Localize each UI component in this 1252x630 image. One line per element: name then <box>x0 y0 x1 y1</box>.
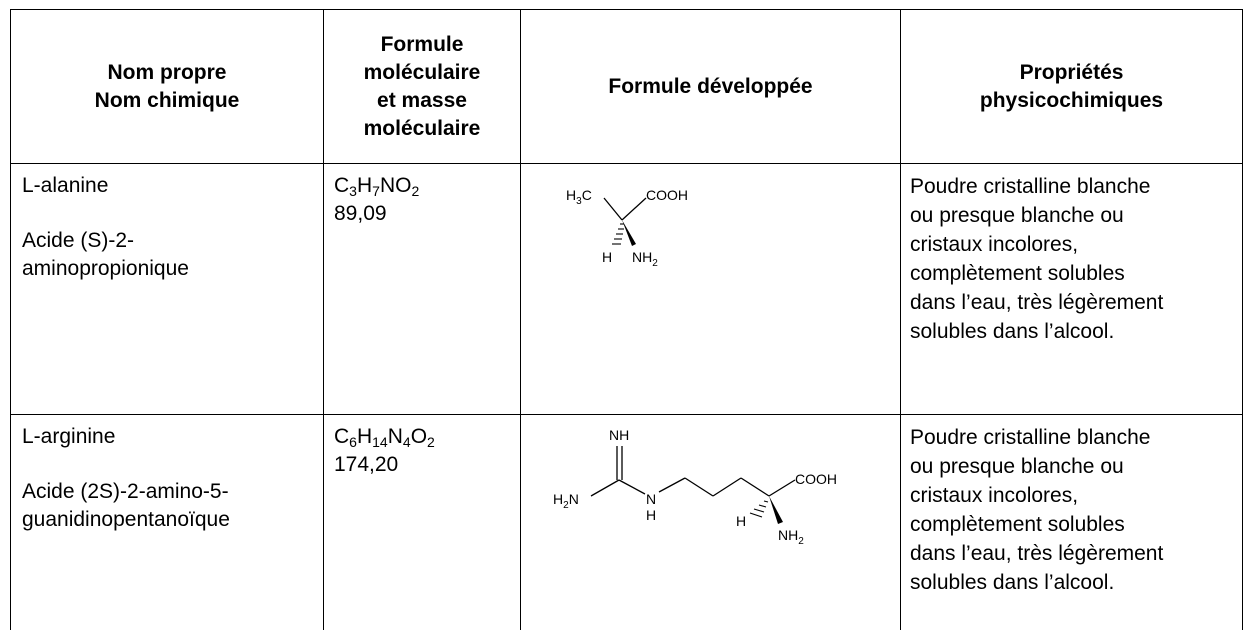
alanine-bond-right <box>621 197 647 221</box>
header-formula-line-1: Formule <box>380 32 464 56</box>
row2-prop-line-2: ou presque blanche ou <box>910 455 1124 478</box>
arginine-imine-label: NH <box>609 427 629 443</box>
header-formula: Formule moléculaire et masse moléculaire <box>324 10 520 163</box>
arginine-nh-label-n: N <box>646 491 656 507</box>
row-divider-1 <box>10 163 1242 164</box>
arginine-amino-label: H2N <box>553 491 579 511</box>
row1-formula-cell: C3H7NO2 89,09 <box>334 172 514 228</box>
arginine-bond-3 <box>658 477 686 493</box>
alanine-hashed-bond <box>612 223 624 245</box>
row1-common-name: L-alanine <box>22 174 109 197</box>
row2-name-cell: L-arginine Acide (2S)-2-amino-5- guanidi… <box>22 423 318 534</box>
header-structure: Formule développée <box>521 10 900 163</box>
row1-prop-line-2: ou presque blanche ou <box>910 204 1124 227</box>
row1-structure-diagram: H3C COOH H NH2 <box>566 187 688 269</box>
row1-prop-line-3: cristaux incolores, <box>910 233 1079 256</box>
row2-molecular-formula: C6H14N4O2 <box>334 425 435 450</box>
row1-prop-line-6: solubles dans l’alcool. <box>910 320 1115 343</box>
alanine-hydrogen-label: H <box>602 249 612 265</box>
row2-common-name: L-arginine <box>22 425 116 448</box>
row2-spacer <box>22 451 318 478</box>
arginine-bond-4 <box>684 477 714 497</box>
arginine-amine-label: NH2 <box>778 527 804 547</box>
row1-chemical-name-1: Acide (S)-2- <box>22 229 135 252</box>
alanine-bond-left <box>603 197 623 221</box>
col-divider-2 <box>520 9 521 630</box>
header-name-line-1: Nom propre <box>107 60 227 84</box>
col-divider-1 <box>323 9 324 630</box>
row1-properties-cell: Poudre cristalline blanche ou presque bl… <box>910 172 1240 346</box>
row2-chemical-name-2: guanidinopentanoïque <box>22 508 230 531</box>
arginine-wedge-bond <box>769 496 783 524</box>
row2-prop-line-3: cristaux incolores, <box>910 484 1079 507</box>
header-name-line-2: Nom chimique <box>94 88 240 112</box>
row-divider-2 <box>10 414 1242 415</box>
header-formula-line-4: moléculaire <box>363 116 481 140</box>
alanine-methyl-label: H3C <box>566 187 592 207</box>
col-divider-3 <box>900 9 901 630</box>
alanine-wedge-bond <box>622 220 636 246</box>
arginine-bond-5 <box>712 477 742 497</box>
header-name: Nom propre Nom chimique <box>11 10 323 163</box>
table-border-top <box>10 9 1242 10</box>
row1-prop-line-4: complètement solubles <box>910 262 1125 285</box>
row2-chemical-name-1: Acide (2S)-2-amino-5- <box>22 480 229 503</box>
arginine-bond-1 <box>590 479 620 497</box>
arginine-bond-2 <box>618 479 646 495</box>
header-formula-line-2: moléculaire <box>363 60 481 84</box>
col-divider-4 <box>1242 9 1243 630</box>
header-structure-label: Formule développée <box>608 74 813 98</box>
header-properties-line-2: physicochimiques <box>979 88 1164 112</box>
alanine-carboxyl-label: COOH <box>646 187 688 203</box>
row2-prop-line-4: complètement solubles <box>910 513 1125 536</box>
alanine-amine-label: NH2 <box>632 249 658 269</box>
row2-prop-line-1: Poudre cristalline blanche <box>910 426 1151 449</box>
row1-prop-line-5: dans l’eau, très légèrement <box>910 291 1164 314</box>
row2-structure-diagram: NH H2N N H COOH H NH2 <box>553 427 837 547</box>
row1-name-cell: L-alanine Acide (S)-2- aminopropionique <box>22 172 318 283</box>
arginine-bond-7 <box>768 479 796 497</box>
row2-prop-line-6: solubles dans l’alcool. <box>910 571 1115 594</box>
header-properties: Propriétés physicochimiques <box>901 10 1242 163</box>
col-divider-0 <box>10 9 11 630</box>
arginine-carboxyl-label: COOH <box>795 471 837 487</box>
arginine-hashed-bond <box>749 500 769 518</box>
row1-spacer <box>22 200 318 227</box>
header-formula-line-3: et masse <box>377 88 467 112</box>
row1-molecular-mass: 89,09 <box>334 202 387 225</box>
header-properties-line-1: Propriétés <box>1019 60 1124 84</box>
row2-prop-line-5: dans l’eau, très légèrement <box>910 542 1164 565</box>
row2-molecular-mass: 174,20 <box>334 453 399 476</box>
row1-prop-line-1: Poudre cristalline blanche <box>910 175 1151 198</box>
row1-chemical-name-2: aminopropionique <box>22 257 189 280</box>
arginine-nh-label-h: H <box>646 507 656 523</box>
arginine-hydrogen-label: H <box>736 513 746 529</box>
row1-molecular-formula: C3H7NO2 <box>334 174 420 199</box>
arginine-bond-6 <box>740 477 770 497</box>
row2-properties-cell: Poudre cristalline blanche ou presque bl… <box>910 423 1240 597</box>
row2-formula-cell: C6H14N4O2 174,20 <box>334 423 514 479</box>
